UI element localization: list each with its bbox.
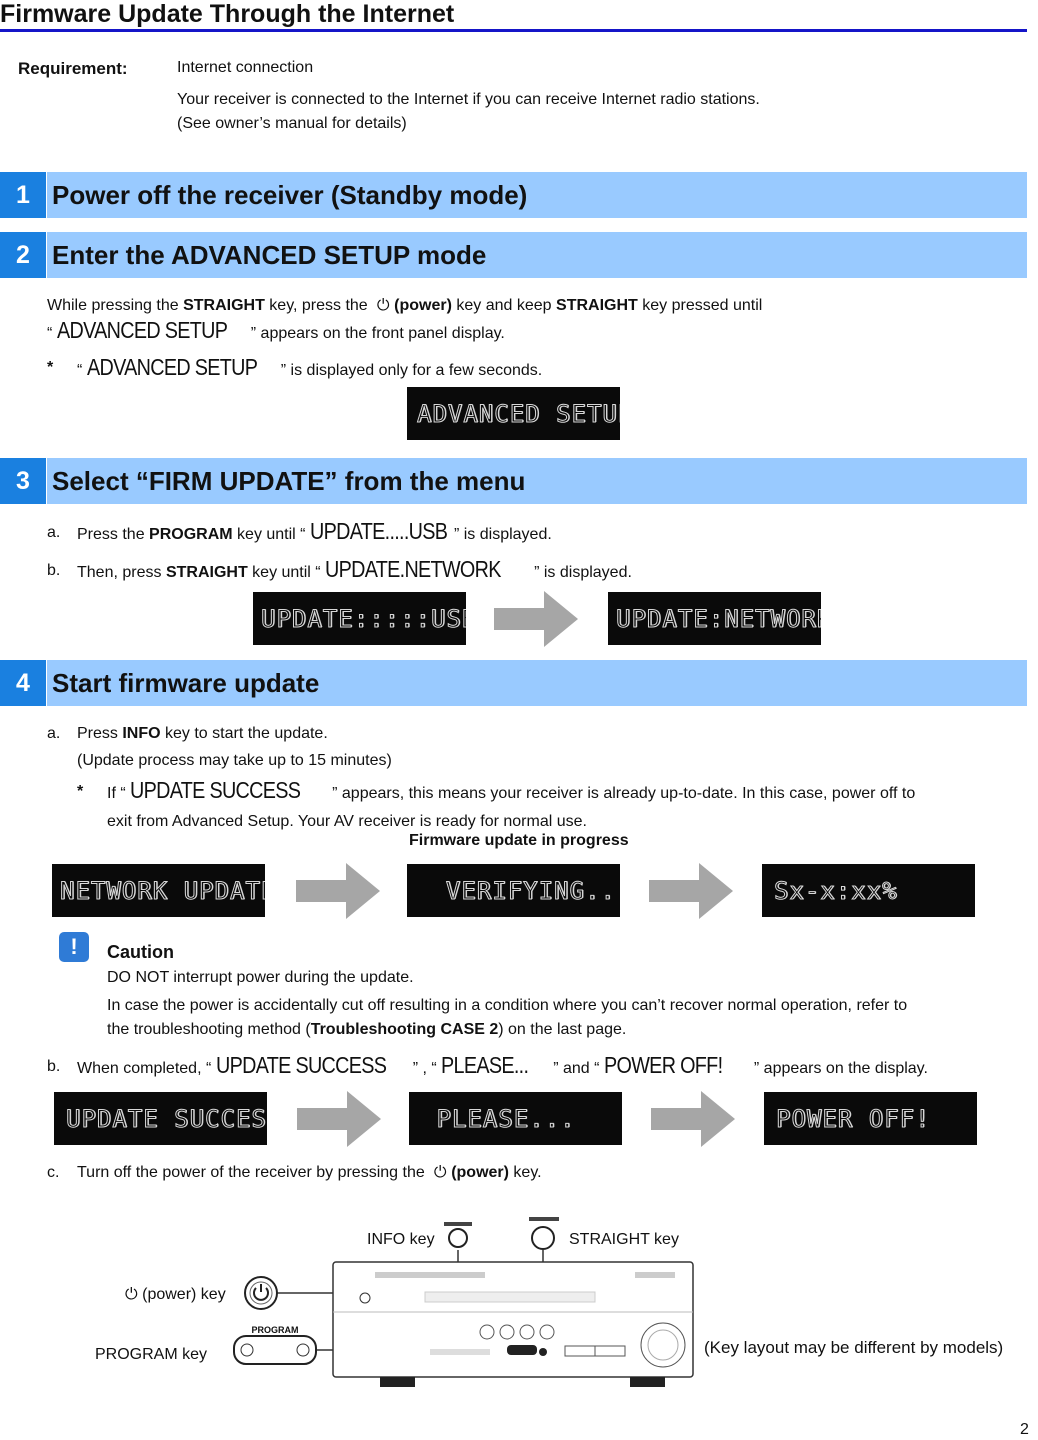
step3-b-text: Then, press STRAIGHT key until “ UPDATE.… <box>77 556 632 582</box>
step2-note: “ ADVANCED SETUP” is displayed only for … <box>77 354 543 380</box>
display-advanced-setup: ADVANCED SETUP <box>407 387 620 440</box>
display-verifying: VERIFYING... <box>407 864 620 917</box>
step-2-title: Enter the ADVANCED SETUP mode <box>47 232 1027 278</box>
step3-a-text: Press the PROGRAM key until “ UPDATE....… <box>77 518 552 544</box>
caution-title: Caution <box>107 942 174 962</box>
caution-line2: In case the power is accidentally cut of… <box>107 997 908 1014</box>
power-key-label: ⏻ (power) key <box>125 1286 226 1303</box>
display-update-network: UPDATE:NETWORK <box>608 592 821 645</box>
page-title: Firmware Update Through the Internet <box>0 0 455 28</box>
step-1-title: Power off the receiver (Standby mode) <box>47 172 1027 218</box>
caution-icon: ! <box>59 932 89 962</box>
arrow-right-icon <box>649 863 733 919</box>
step4-note-line1: If “ UPDATE SUCCESS” appears, this means… <box>107 777 916 803</box>
arrow-right-icon <box>651 1091 735 1147</box>
step-1-number: 1 <box>0 172 46 218</box>
requirement-label: Requirement: <box>18 59 128 78</box>
requirement-line2: Your receiver is connected to the Intern… <box>177 91 760 108</box>
step-3-number: 3 <box>0 458 46 504</box>
step4-a-label: a. <box>47 725 61 742</box>
display-please: PLEASE... <box>409 1092 622 1145</box>
arrow-right-icon <box>297 1091 381 1147</box>
program-label: PROGRAM <box>252 1325 299 1335</box>
step2-instruction: While pressing the STRAIGHT key, press t… <box>47 297 763 314</box>
display-network-update: NETWORK UPDATE <box>52 864 265 917</box>
display-power-off: POWER OFF! <box>764 1092 977 1145</box>
display-update-usb: UPDATE:::::USB <box>253 592 466 645</box>
step-2-number: 2 <box>0 232 46 278</box>
lcd-text-advanced-setup: ADVANCED SETUP <box>56 317 228 343</box>
layout-note: (Key layout may be different by models) <box>704 1338 1004 1357</box>
step4-a-text: Press INFO key to start the update. <box>77 725 328 742</box>
step4-b-text: When completed, “ UPDATE SUCCESS” , “ PL… <box>77 1052 928 1078</box>
power-icon: ⏻ <box>125 1286 138 1303</box>
requirement-line3: (See owner’s manual for details) <box>177 115 407 132</box>
receiver-front-panel: PROGRAM <box>233 1217 694 1387</box>
step-4-number: 4 <box>0 660 46 706</box>
progress-label: Firmware update in progress <box>409 832 629 849</box>
step4-note-line2: exit from Advanced Setup. Your AV receiv… <box>107 813 587 830</box>
step3-b-label: b. <box>47 562 61 579</box>
step4-c-text: Turn off the power of the receiver by pr… <box>77 1164 542 1181</box>
title-rule <box>0 29 1027 32</box>
step2-note-star: * <box>47 359 54 376</box>
step-4-title: Start firmware update <box>47 660 1027 706</box>
step4-note-star: * <box>77 783 84 800</box>
page-number: 2 <box>1020 1421 1029 1438</box>
straight-key-label: STRAIGHT key <box>569 1231 679 1248</box>
arrow-right-icon <box>494 591 578 647</box>
program-key-label: PROGRAM key <box>95 1346 208 1363</box>
step2-instruction-2: “ ADVANCED SETUP” appears on the front p… <box>47 317 505 343</box>
step4-b-label: b. <box>47 1058 61 1075</box>
caution-line3: the troubleshooting method (Troubleshoot… <box>107 1021 627 1038</box>
step4-c-label: c. <box>47 1164 60 1181</box>
display-update-success: UPDATE SUCCESS <box>54 1092 267 1145</box>
info-key-label: INFO key <box>367 1231 435 1248</box>
step4-a-sub: (Update process may take up to 15 minute… <box>77 752 392 769</box>
caution-line1: DO NOT interrupt power during the update… <box>107 969 414 986</box>
arrow-right-icon <box>296 863 380 919</box>
step3-a-label: a. <box>47 524 61 541</box>
step-3-title: Select “FIRM UPDATE” from the menu <box>47 458 1027 504</box>
requirement-line1: Internet connection <box>177 59 314 76</box>
display-progress-percent: Sx-x:xx% <box>762 864 975 917</box>
power-icon: ⏻ <box>433 1164 447 1181</box>
power-icon: ⏻ <box>376 297 390 314</box>
